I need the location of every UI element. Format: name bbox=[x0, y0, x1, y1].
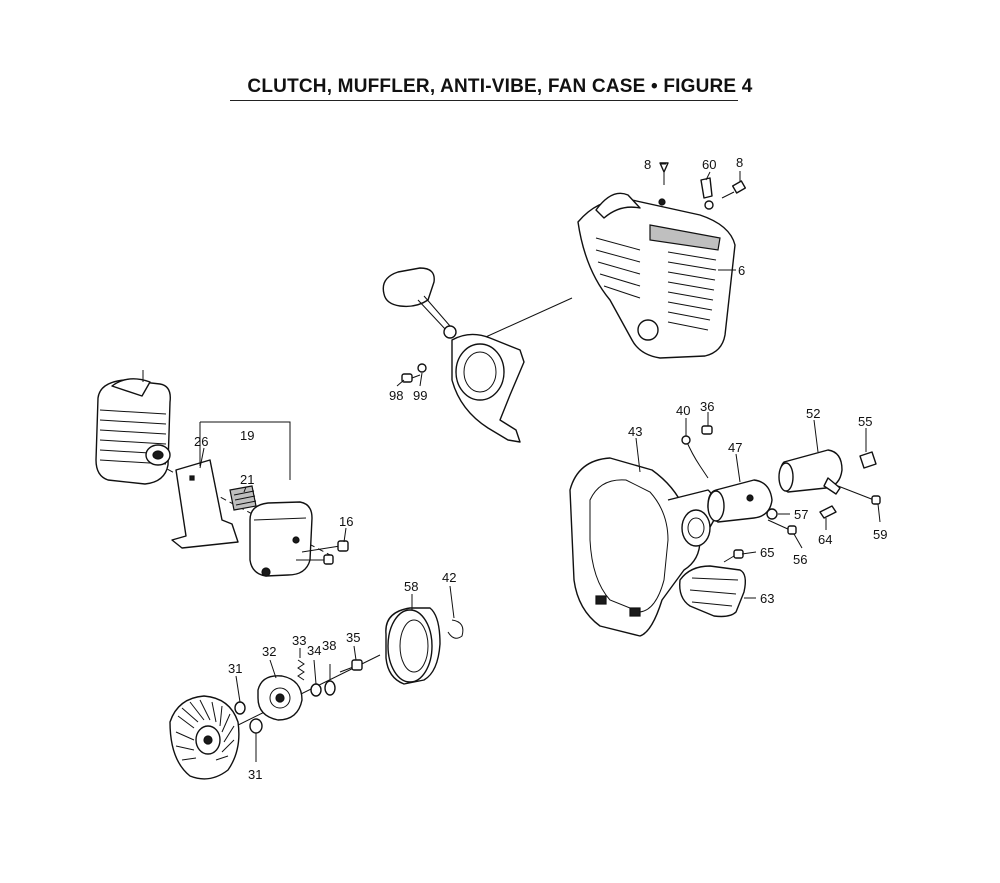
figure-title: CLUTCH, MUFFLER, ANTI-VIBE, FAN CASE • F… bbox=[247, 76, 753, 97]
label-21: 21 bbox=[240, 472, 254, 487]
label-8-top: 8 bbox=[644, 157, 651, 172]
screw-56 bbox=[767, 519, 797, 535]
muffler-bolts-16 bbox=[296, 540, 349, 565]
label-42: 42 bbox=[442, 570, 456, 585]
label-35: 35 bbox=[346, 630, 360, 645]
spark-screen-21 bbox=[229, 485, 257, 511]
label-65: 65 bbox=[760, 545, 774, 560]
spring-33 bbox=[297, 659, 305, 681]
clutch-drum-58 bbox=[385, 607, 441, 685]
label-52: 52 bbox=[806, 406, 820, 421]
muffler-19 bbox=[249, 501, 313, 577]
label-59: 59 bbox=[873, 527, 887, 542]
label-26: 26 bbox=[194, 434, 208, 449]
washer-38 bbox=[324, 680, 336, 696]
fan-housing-43 bbox=[569, 457, 716, 637]
label-34: 34 bbox=[307, 643, 321, 658]
label-32: 32 bbox=[262, 644, 276, 659]
label-6: 6 bbox=[738, 263, 745, 278]
heat-shield-26 bbox=[171, 459, 239, 549]
ground-wire-40 bbox=[681, 435, 709, 479]
label-57: 57 bbox=[794, 507, 808, 522]
washer-31-bottom bbox=[249, 718, 263, 734]
label-55: 55 bbox=[858, 414, 872, 429]
label-99: 99 bbox=[413, 388, 427, 403]
label-40: 40 bbox=[676, 403, 690, 418]
label-31-top: 31 bbox=[228, 661, 242, 676]
clamp-sleeve-52 bbox=[778, 449, 843, 495]
cap-55 bbox=[859, 451, 877, 469]
label-38: 38 bbox=[322, 638, 336, 653]
label-47: 47 bbox=[728, 440, 742, 455]
clutch-assembly-32 bbox=[257, 675, 303, 721]
label-60: 60 bbox=[702, 157, 716, 172]
label-8-right: 8 bbox=[736, 155, 743, 170]
label-98: 98 bbox=[389, 388, 403, 403]
clip-60 bbox=[700, 177, 714, 210]
screw-65 bbox=[723, 549, 744, 563]
label-16: 16 bbox=[339, 514, 353, 529]
screw-98 bbox=[401, 373, 421, 383]
washer-99 bbox=[417, 363, 427, 373]
label-63: 63 bbox=[760, 591, 774, 606]
label-33: 33 bbox=[292, 633, 306, 648]
washer-34 bbox=[310, 683, 322, 697]
flywheel bbox=[169, 695, 240, 780]
title-underline bbox=[230, 100, 738, 101]
recoil-starter-housing bbox=[451, 333, 525, 443]
tube-clamp-47 bbox=[707, 479, 773, 523]
washer-31-top bbox=[234, 701, 246, 715]
label-58: 58 bbox=[404, 579, 418, 594]
bolt-59 bbox=[837, 485, 881, 505]
screw-8-top bbox=[659, 162, 669, 185]
label-19: 19 bbox=[240, 428, 254, 443]
starter-handle bbox=[382, 267, 457, 339]
screw-36 bbox=[701, 425, 713, 435]
engine-cylinder bbox=[95, 378, 171, 485]
label-31-bottom: 31 bbox=[248, 767, 262, 782]
screw-8-right bbox=[721, 180, 747, 199]
label-56: 56 bbox=[793, 552, 807, 567]
bolt-35 bbox=[339, 659, 363, 673]
label-64: 64 bbox=[818, 532, 832, 547]
anti-vibe-mount-63 bbox=[679, 565, 747, 618]
label-43: 43 bbox=[628, 424, 642, 439]
label-36: 36 bbox=[700, 399, 714, 414]
leader-lines bbox=[142, 163, 881, 762]
snap-ring-42 bbox=[447, 619, 464, 639]
washer-57 bbox=[766, 508, 778, 520]
fan-case-cover bbox=[577, 192, 736, 359]
clip-64 bbox=[819, 505, 837, 519]
